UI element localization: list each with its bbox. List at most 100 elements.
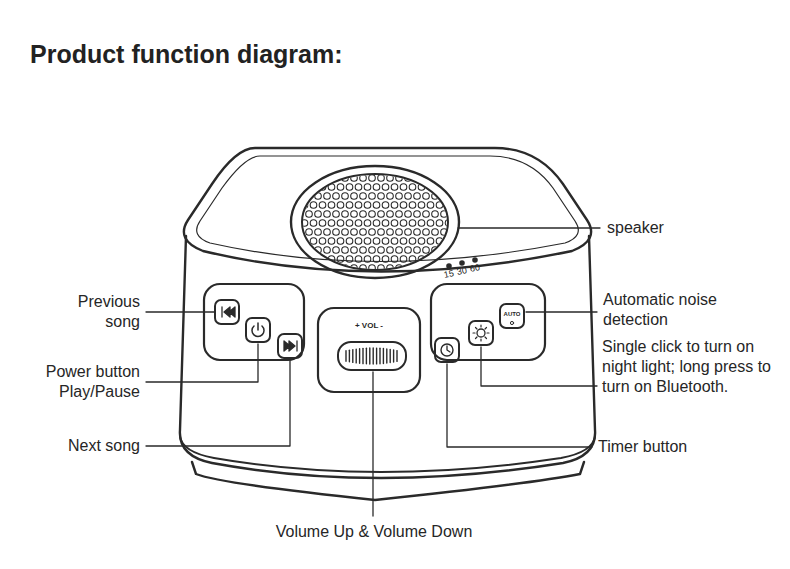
grille-hole: [373, 202, 380, 209]
grille-hole: [328, 202, 335, 209]
grille-hole: [414, 175, 421, 182]
grille-hole: [436, 220, 443, 227]
light-button: [469, 321, 493, 345]
grille-hole: [333, 229, 340, 236]
grille-hole: [400, 202, 407, 209]
grille-hole: [432, 193, 439, 200]
grille-hole: [342, 211, 349, 218]
grille-hole: [378, 175, 385, 182]
grille-hole: [369, 211, 376, 218]
grille-hole: [360, 247, 367, 254]
callout-label: speaker: [607, 218, 664, 238]
grille-hole: [297, 265, 304, 272]
speaker-rim: [291, 166, 459, 278]
grille-hole: [373, 238, 380, 245]
grille-hole: [319, 220, 326, 227]
grille-hole: [396, 211, 403, 218]
grille-hole: [324, 265, 331, 272]
grille-hole: [342, 247, 349, 254]
grille-hole: [382, 202, 389, 209]
grille-hole: [423, 193, 430, 200]
grille-hole: [351, 247, 358, 254]
grille-hole: [423, 211, 430, 218]
grille-hole: [346, 238, 353, 245]
grille-hole: [346, 220, 353, 227]
grille-hole: [432, 247, 439, 254]
grille-hole: [423, 175, 430, 182]
grille-hole: [337, 256, 344, 263]
grille-hole: [378, 193, 385, 200]
grille-hole: [364, 202, 371, 209]
grille-hole: [369, 247, 376, 254]
grille-hole: [391, 184, 398, 191]
timer-mark: 15: [443, 269, 455, 280]
power-icon: [252, 323, 264, 336]
diagram-title: Product function diagram:: [30, 40, 343, 69]
grille-hole: [351, 193, 358, 200]
grille-hole: [337, 238, 344, 245]
grille-hole: [409, 220, 416, 227]
callout-label: Previous song: [58, 292, 140, 332]
grille-hole: [432, 211, 439, 218]
wheel-ridge: [359, 349, 360, 364]
callout-label: Automatic noise detection: [603, 290, 773, 330]
grille-hole: [310, 238, 317, 245]
timer-dot: [460, 261, 464, 265]
grille-hole: [324, 247, 331, 254]
grille-hole: [364, 184, 371, 191]
leader-line: [372, 372, 373, 516]
grille-hole: [319, 202, 326, 209]
grille-hole: [405, 247, 412, 254]
next-button: [278, 334, 302, 358]
timer-button: [435, 338, 459, 362]
grille-hole: [405, 175, 412, 182]
grille-hole: [387, 211, 394, 218]
grille-hole: [297, 247, 304, 254]
grille-hole: [409, 202, 416, 209]
grille-hole: [337, 202, 344, 209]
grille-hole: [315, 247, 322, 254]
leader-line: [146, 344, 258, 382]
wheel-ridge: [386, 349, 387, 363]
grille-hole: [445, 256, 452, 263]
grille-hole: [360, 265, 367, 272]
grille-hole: [396, 175, 403, 182]
grille-hole: [306, 175, 313, 182]
grille-hole: [315, 175, 322, 182]
next-icon: [284, 341, 297, 351]
grille-hole: [400, 256, 407, 263]
grille-hole: [324, 175, 331, 182]
grille-hole: [355, 256, 362, 263]
grille-hole: [342, 175, 349, 182]
grille-hole: [418, 184, 425, 191]
grille-hole: [328, 220, 335, 227]
grille-hole: [324, 229, 331, 236]
grille-hole: [418, 238, 425, 245]
grille-hole: [423, 265, 430, 272]
grille-hole: [436, 202, 443, 209]
grille-hole: [391, 202, 398, 209]
grille-hole: [436, 256, 443, 263]
callout-label: Single click to turn on night light; lon…: [602, 337, 786, 397]
grille-hole: [387, 247, 394, 254]
grille-hole: [315, 265, 322, 272]
grille-hole: [414, 211, 421, 218]
wheel-ridge: [373, 348, 374, 364]
grille-hole: [360, 229, 367, 236]
grille-hole: [445, 238, 452, 245]
grille-hole: [306, 229, 313, 236]
grille-hole: [445, 184, 452, 191]
timer-dot: [447, 264, 451, 268]
grille-hole: [297, 211, 304, 218]
grille-hole: [373, 256, 380, 263]
grille-hole: [346, 202, 353, 209]
grille-hole: [405, 229, 412, 236]
callout-label: Volume Up & Volume Down: [276, 522, 473, 542]
grille-hole: [360, 211, 367, 218]
wheel-ridge: [349, 350, 350, 362]
grille-hole: [400, 220, 407, 227]
grille-hole: [396, 265, 403, 272]
grille-hole: [387, 229, 394, 236]
leader-line: [481, 347, 597, 386]
